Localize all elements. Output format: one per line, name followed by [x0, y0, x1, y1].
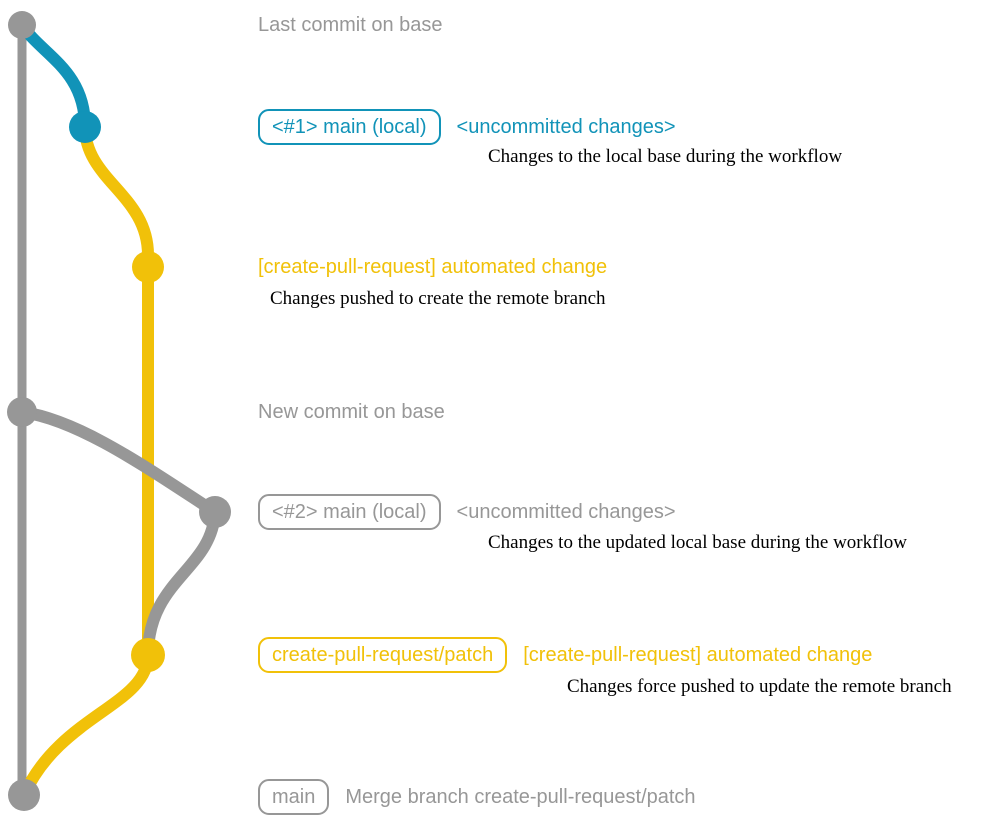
- commit-dot-uncommitted-1: [69, 111, 101, 143]
- branch-tag-create-pull-request-patch: create-pull-request/patch: [258, 637, 508, 673]
- commit-message-automated-change-2: [create-pull-request] automated change: [523, 644, 873, 666]
- commit-dot-automated-change-1: [132, 251, 164, 283]
- label-last-commit-on-base: Last commit on base: [258, 14, 443, 36]
- commit-dot-automated-change-2: [131, 638, 165, 672]
- note-push-create-branch: Changes pushed to create the remote bran…: [270, 288, 606, 309]
- label-uncommitted-changes-2: <uncommitted changes>: [456, 501, 676, 523]
- commit-dot-merge: [8, 779, 40, 811]
- branch-tag-main-local-2: <#2> main (local): [258, 494, 441, 530]
- commit-message-merge: Merge branch create-pull-request/patch: [345, 786, 696, 808]
- local-main-branch-1-line: [16, 19, 91, 133]
- branch-tag-main-local-1: <#1> main (local): [258, 109, 441, 145]
- commit-message-automated-change-1: [create-pull-request] automated change: [258, 256, 608, 278]
- note-force-push-update-branch: Changes force pushed to update the remot…: [567, 676, 952, 697]
- commit-dot-uncommitted-2: [199, 496, 231, 528]
- row-merge-commit: main Merge branch create-pull-request/pa…: [258, 779, 696, 815]
- row-automated-change-1: [create-pull-request] automated change: [258, 254, 607, 280]
- label-uncommitted-changes-1: <uncommitted changes>: [456, 116, 676, 138]
- note-updated-local-base-changes: Changes to the updated local base during…: [488, 532, 907, 553]
- row-last-commit: Last commit on base: [258, 12, 443, 38]
- row-local-main-1: <#1> main (local) <uncommitted changes>: [258, 109, 676, 145]
- branch-tag-main: main: [258, 779, 330, 815]
- commit-dot-last-base: [8, 11, 36, 39]
- note-local-base-changes: Changes to the local base during the wor…: [488, 146, 843, 167]
- local-main-branch-2-line: [16, 406, 222, 661]
- commit-dot-new-base: [7, 397, 37, 427]
- label-new-commit-on-base: New commit on base: [258, 401, 445, 423]
- row-local-main-2: <#2> main (local) <uncommitted changes>: [258, 494, 676, 530]
- row-automated-change-2: create-pull-request/patch [create-pull-r…: [258, 637, 872, 673]
- row-new-commit: New commit on base: [258, 399, 445, 425]
